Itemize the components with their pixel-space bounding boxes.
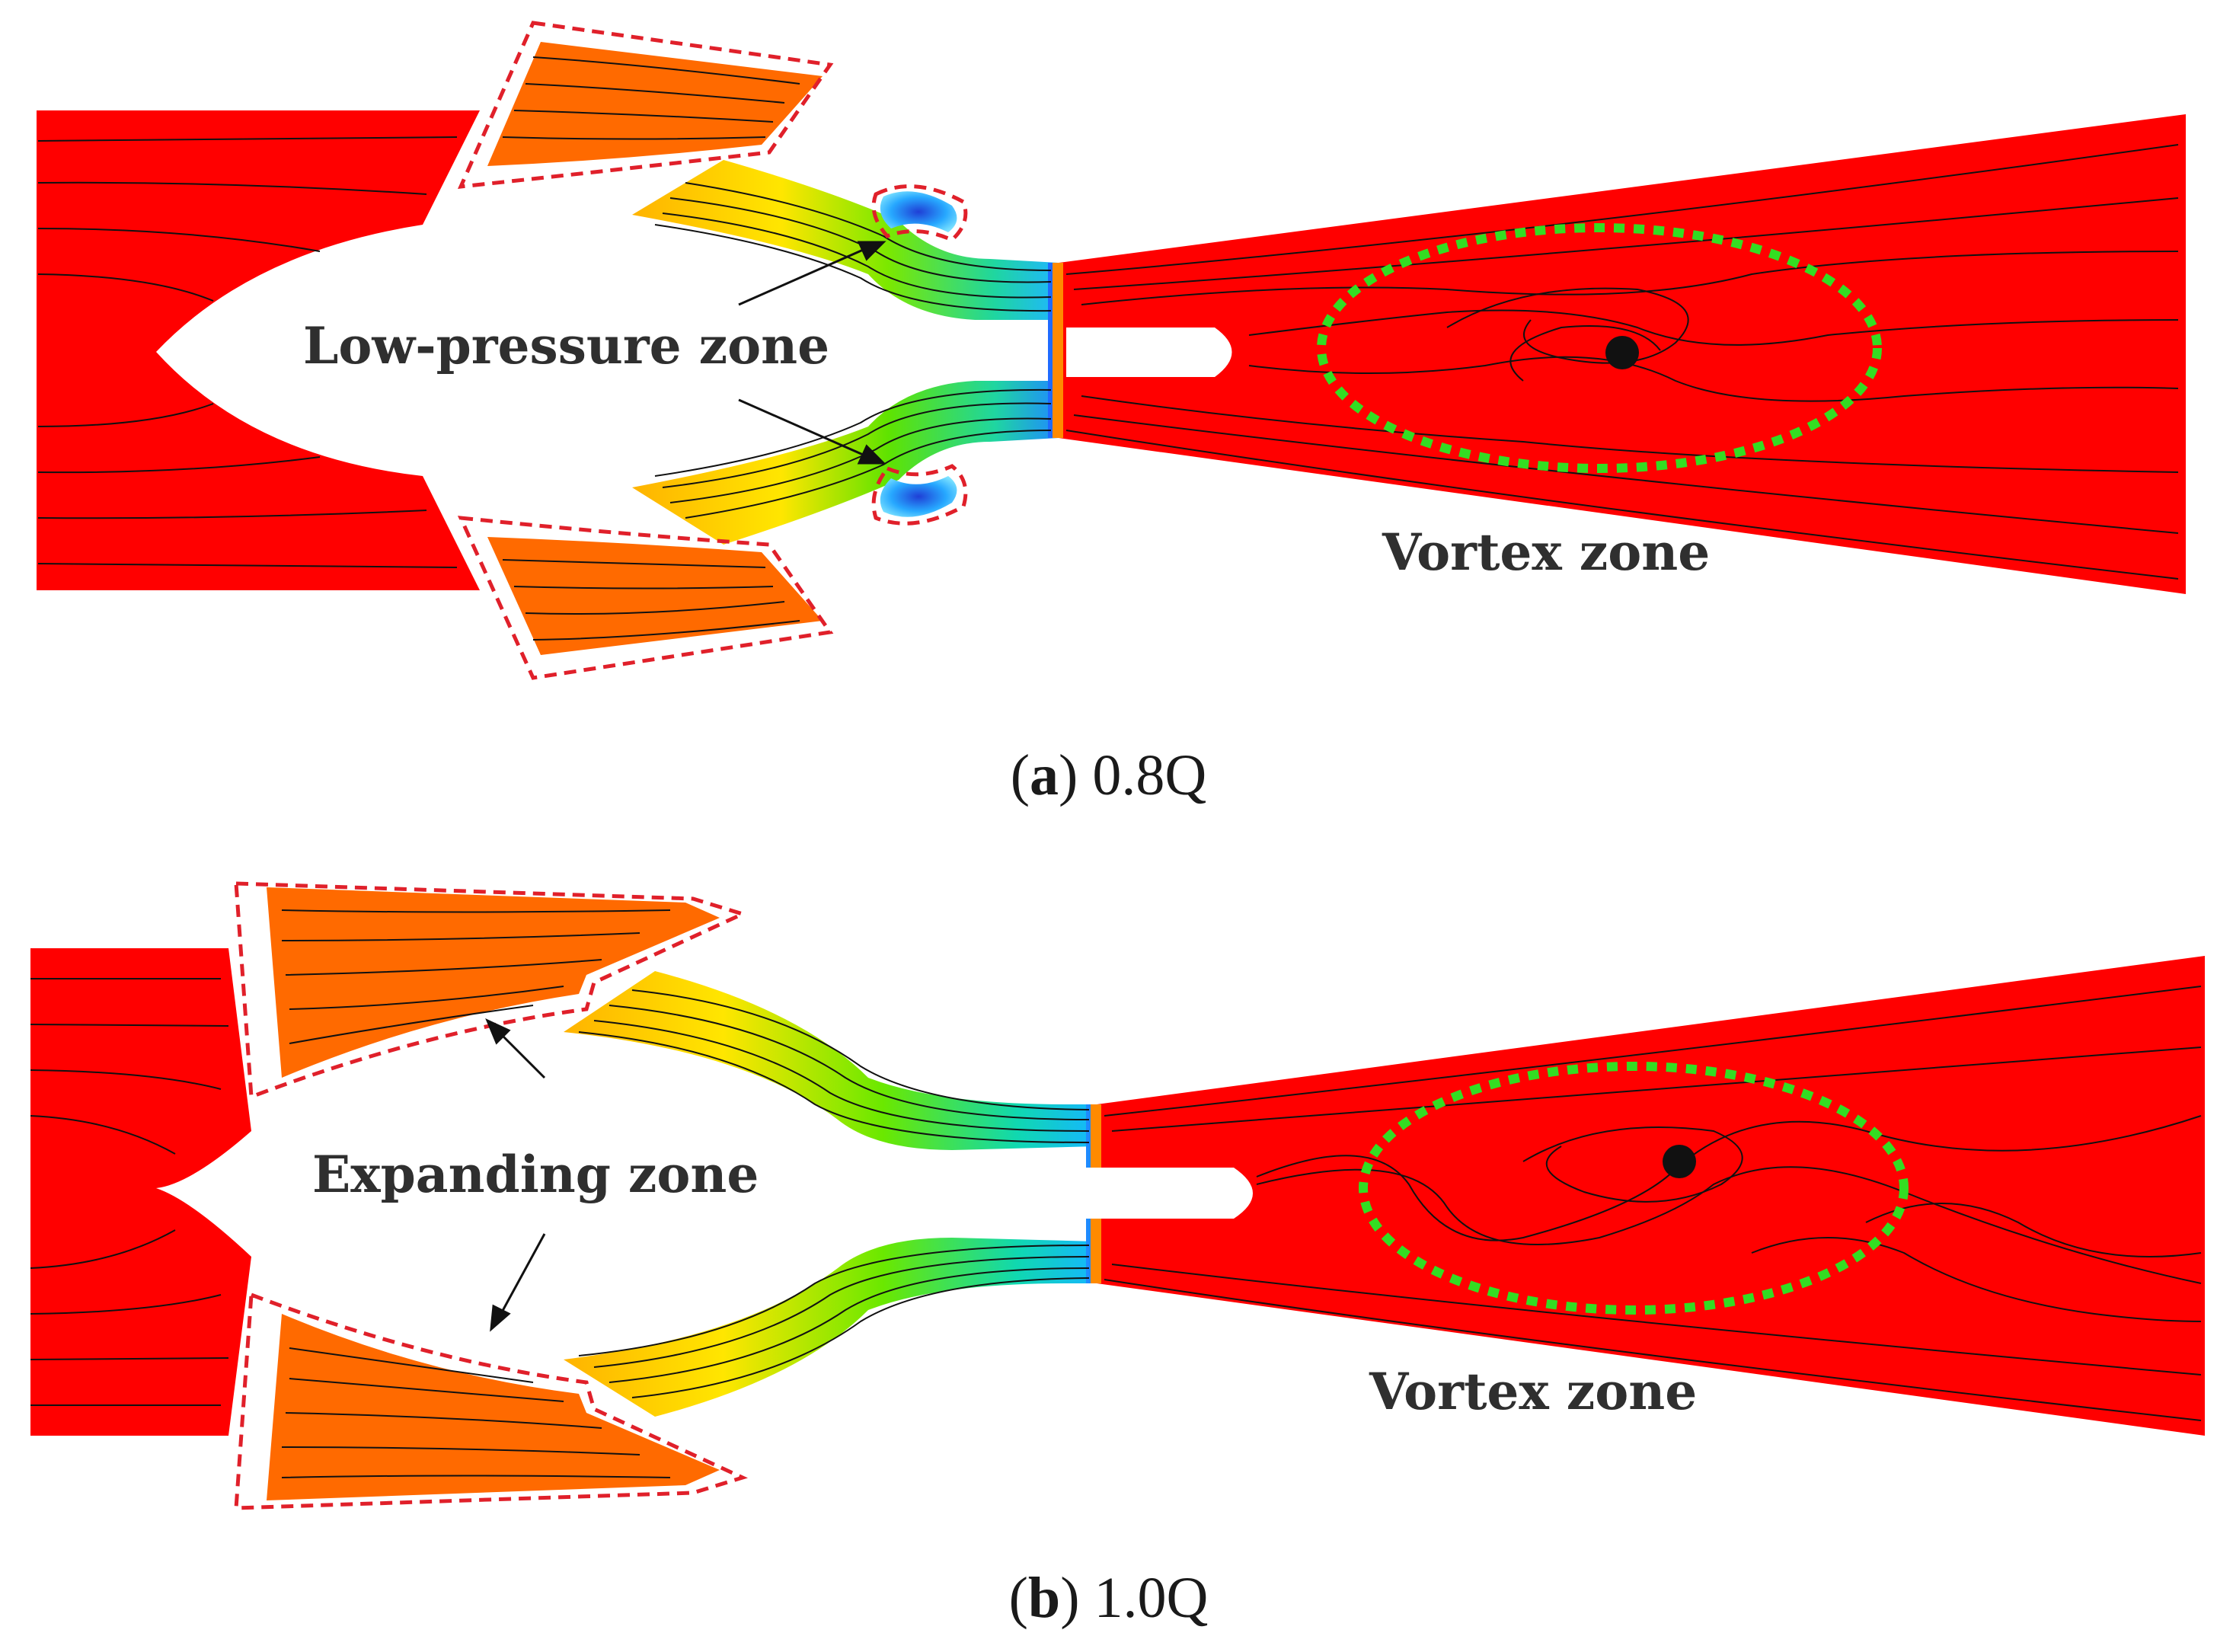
low-pressure-blob-lower (880, 476, 957, 517)
streamlines-diffuser-a (1065, 144, 2179, 580)
vortex-ellipse-a (1317, 223, 1882, 473)
diffuser-region-b (1097, 956, 2205, 1436)
inlet-region-b (30, 948, 251, 1436)
panel-a: Low-pressure zone Vortex zone (a) 0.8Q (37, 21, 2186, 807)
label-expanding-zone: Expanding zone (312, 1145, 759, 1204)
lower-outer-channel-a (487, 537, 823, 655)
interface-band-a (1053, 263, 1063, 438)
streamlines-diffuser-b (1104, 986, 2202, 1421)
upper-outer-channel-a (487, 42, 823, 166)
central-hub-a (1066, 328, 1232, 377)
flow-field-a: Low-pressure zone Vortex zone (37, 21, 2186, 680)
caption-letter-b: b (1027, 1566, 1061, 1630)
upper-inner-channel-a (632, 160, 1059, 320)
label-vortex-zone-b: Vortex zone (1369, 1362, 1697, 1421)
label-low-pressure-zone: Low-pressure zone (303, 316, 829, 375)
streamlines-inlet-b (30, 978, 229, 1406)
highlight-outlines-b (234, 881, 748, 1510)
vortex-ellipse-b (1359, 1062, 1909, 1315)
vortex-core-a (1605, 336, 1639, 369)
upper-inner-channel-b (564, 971, 1097, 1150)
lower-inner-channel-b (564, 1238, 1097, 1417)
vortex-core-b (1663, 1145, 1696, 1178)
panel-b: Expanding zone Vortex zone (b) 1.0Q (0, 826, 2217, 1652)
annotation-arrows-b (485, 1018, 546, 1332)
caption-value-a: 0.8Q (1092, 743, 1207, 807)
interface-edge-a (1048, 263, 1053, 438)
low-pressure-blob-upper (880, 191, 957, 232)
annotation-arrows-a (738, 241, 886, 465)
caption-a: (a) 0.8Q (1010, 743, 1207, 807)
caption-value-b: 1.0Q (1094, 1566, 1209, 1630)
label-vortex-zone-a: Vortex zone (1382, 522, 1710, 582)
central-hub-b (948, 1168, 1253, 1219)
flow-field-b: Expanding zone Vortex zone (30, 881, 2205, 1510)
streamlines-inner-b (578, 989, 1090, 1398)
caption-b: (b) 1.0Q (1008, 1566, 1209, 1630)
streamlines-outer-b (281, 909, 671, 1478)
highlight-outlines-a (457, 21, 968, 680)
streamlines-outer-a (502, 56, 800, 641)
caption-letter-a: a (1030, 743, 1059, 807)
streamlines-inlet-a (37, 136, 458, 568)
